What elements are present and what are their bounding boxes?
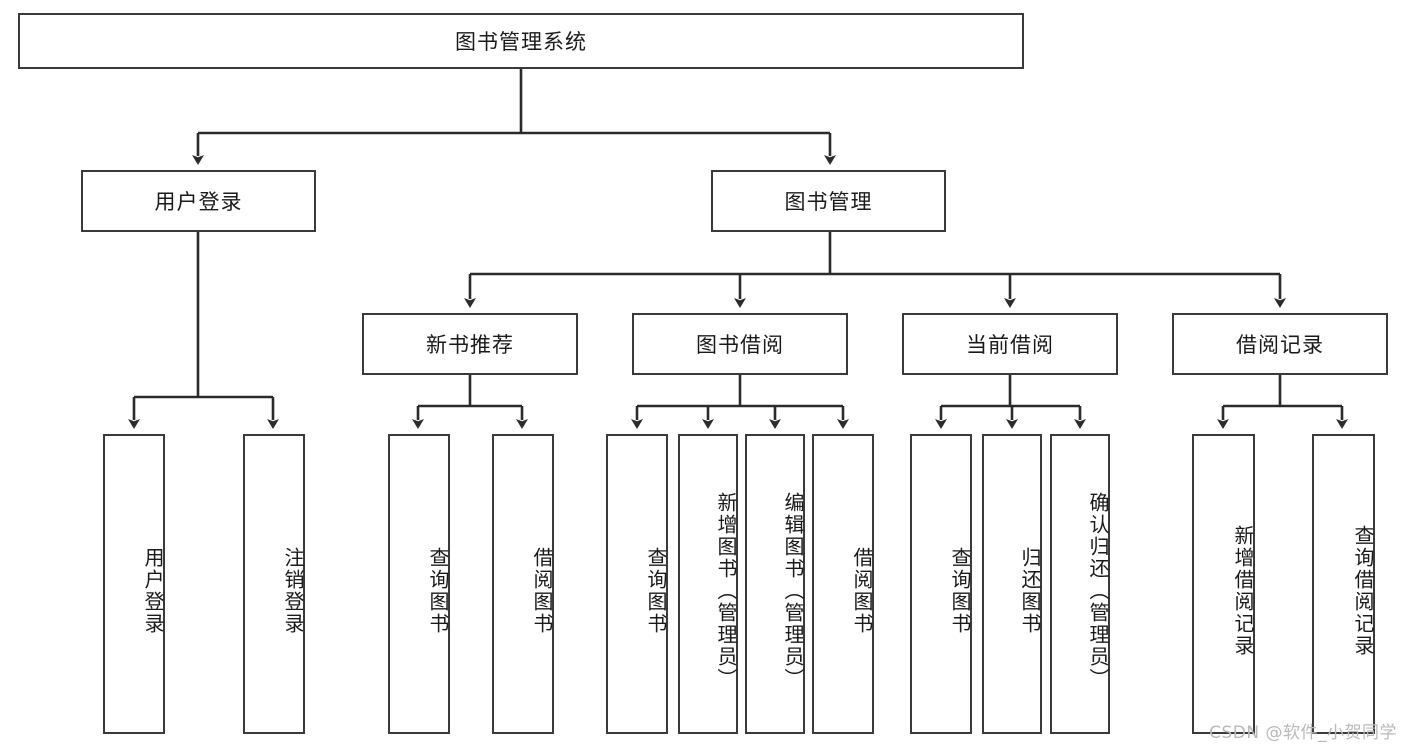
- node-book-borrow-label: 图书借阅: [696, 333, 784, 357]
- node-leaf-borrow-book-1[interactable]: 借阅图书: [492, 434, 554, 734]
- node-leaf-logout[interactable]: 注销登录: [243, 434, 305, 734]
- node-leaf-query-book-1-label: 查询图书: [426, 547, 450, 635]
- node-leaf-query-record-label: 查询借阅记录: [1351, 525, 1375, 657]
- node-book-management-label: 图书管理: [784, 190, 873, 214]
- node-leaf-add-record-label: 新增借阅记录: [1231, 525, 1255, 657]
- node-book-borrow[interactable]: 图书借阅: [632, 313, 848, 375]
- node-new-book-recommend-label: 新书推荐: [426, 333, 514, 357]
- node-leaf-edit-book[interactable]: 编辑图书（管理员）: [745, 434, 805, 734]
- node-leaf-user-login[interactable]: 用户登录: [103, 434, 165, 734]
- node-leaf-logout-label: 注销登录: [281, 547, 305, 635]
- node-root[interactable]: 图书管理系统: [18, 13, 1024, 69]
- node-leaf-confirm-return-label: 确认归还（管理员）: [1086, 492, 1110, 690]
- node-user-login-label: 用户登录: [154, 190, 243, 214]
- node-book-management[interactable]: 图书管理: [711, 170, 946, 232]
- node-leaf-query-book-3-label: 查询图书: [948, 547, 972, 635]
- node-leaf-query-book-2-label: 查询图书: [644, 547, 668, 635]
- node-borrow-record[interactable]: 借阅记录: [1172, 313, 1388, 375]
- node-leaf-add-book-label: 新增图书（管理员）: [714, 492, 738, 690]
- node-leaf-add-book[interactable]: 新增图书（管理员）: [678, 434, 738, 734]
- node-root-label: 图书管理系统: [455, 30, 587, 54]
- node-leaf-borrow-book-1-label: 借阅图书: [530, 547, 554, 635]
- node-leaf-borrow-book-2-label: 借阅图书: [850, 547, 874, 635]
- node-leaf-edit-book-label: 编辑图书（管理员）: [781, 492, 805, 690]
- watermark-text: CSDN @软件_小贺同学: [1209, 723, 1397, 743]
- node-leaf-return-book[interactable]: 归还图书: [982, 434, 1042, 734]
- node-current-borrow[interactable]: 当前借阅: [902, 313, 1118, 375]
- node-borrow-record-label: 借阅记录: [1236, 333, 1324, 357]
- node-current-borrow-label: 当前借阅: [966, 333, 1054, 357]
- node-leaf-return-book-label: 归还图书: [1018, 547, 1042, 635]
- node-leaf-query-book-2[interactable]: 查询图书: [606, 434, 668, 734]
- node-new-book-recommend[interactable]: 新书推荐: [362, 313, 578, 375]
- node-leaf-user-login-label: 用户登录: [141, 547, 165, 635]
- node-leaf-query-record[interactable]: 查询借阅记录: [1312, 434, 1375, 734]
- node-leaf-query-book-1[interactable]: 查询图书: [388, 434, 450, 734]
- node-leaf-query-book-3[interactable]: 查询图书: [910, 434, 972, 734]
- node-user-login[interactable]: 用户登录: [81, 170, 316, 232]
- node-leaf-confirm-return[interactable]: 确认归还（管理员）: [1050, 434, 1110, 734]
- node-leaf-add-record[interactable]: 新增借阅记录: [1192, 434, 1255, 734]
- node-leaf-borrow-book-2[interactable]: 借阅图书: [812, 434, 874, 734]
